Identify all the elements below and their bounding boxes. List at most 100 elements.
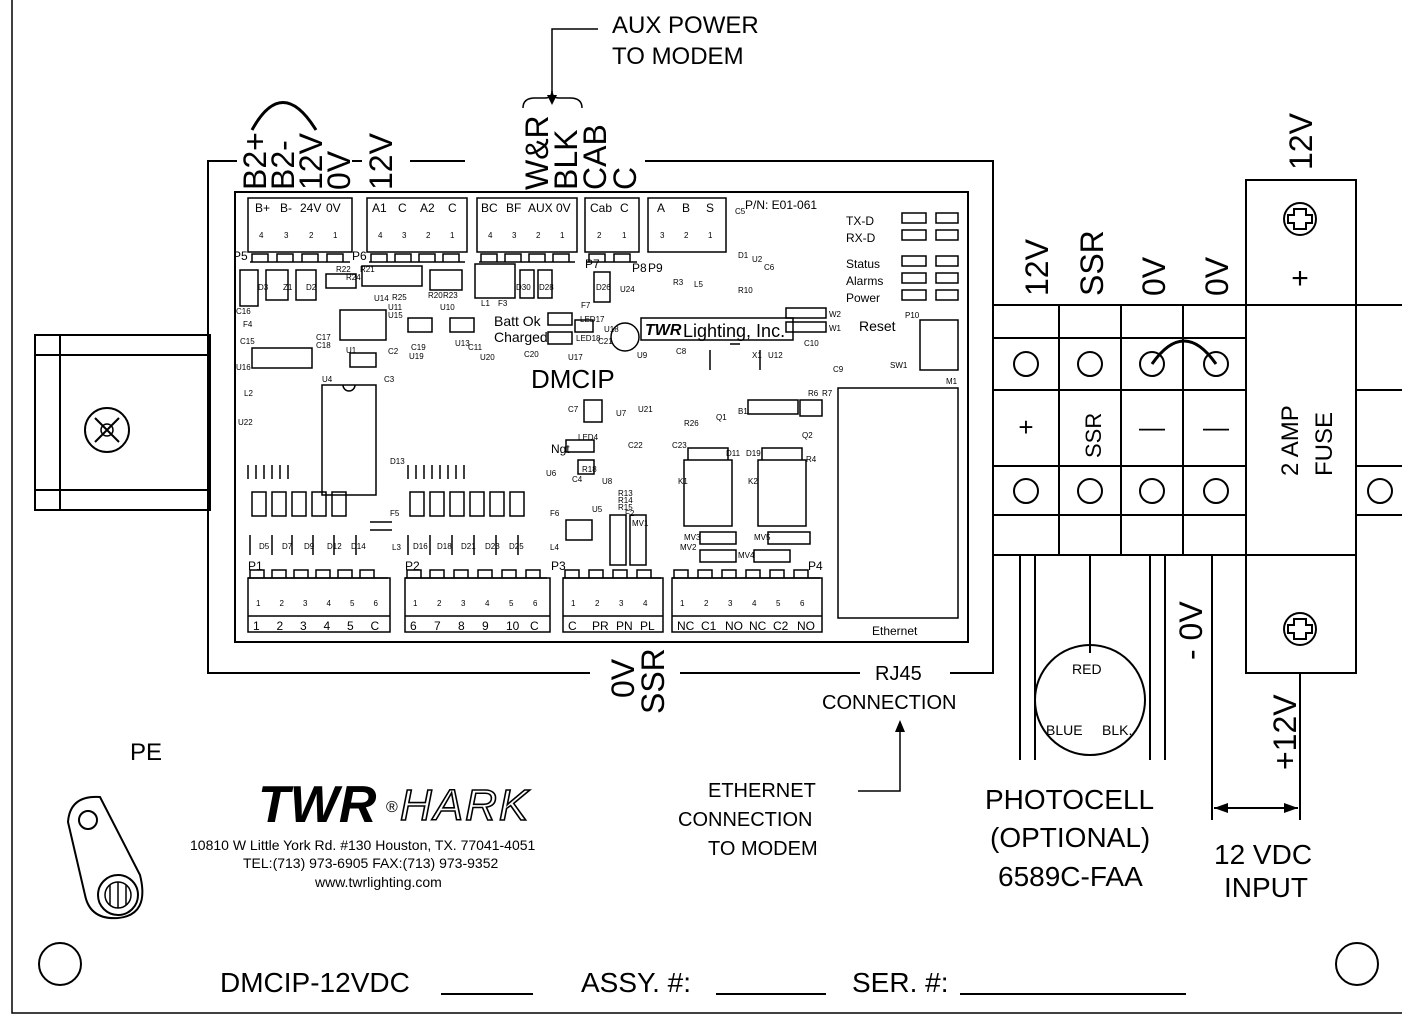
bottom-pin-label: NC bbox=[677, 619, 695, 633]
board-name: DMCIP bbox=[531, 364, 615, 394]
label-wr: W&R bbox=[519, 115, 555, 190]
photocell-line1: PHOTOCELL bbox=[985, 784, 1154, 815]
svg-text:C23: C23 bbox=[672, 441, 687, 450]
top-connector-p7: BC BF AUX 0V 4 3 2 1 bbox=[476, 197, 578, 263]
tb-header-0v-a: 0V bbox=[1136, 256, 1172, 296]
tb-mid-minus-b: — bbox=[1203, 412, 1229, 442]
board-logo: TWR Lighting, Inc. bbox=[640, 317, 794, 341]
bottom-pin-number: 5 bbox=[509, 599, 514, 608]
svg-text:U1: U1 bbox=[346, 346, 357, 355]
svg-text:F6: F6 bbox=[550, 509, 560, 518]
svg-text:BC: BC bbox=[481, 201, 498, 215]
svg-text:2: 2 bbox=[684, 231, 689, 240]
svg-text:U20: U20 bbox=[480, 353, 495, 362]
battery-jumper-wire bbox=[250, 101, 318, 131]
led-status-label: Status bbox=[846, 257, 880, 271]
fuse-plus: + bbox=[1291, 262, 1309, 295]
svg-text:U8: U8 bbox=[602, 477, 613, 486]
svg-text:U13: U13 bbox=[455, 339, 470, 348]
svg-text:C6: C6 bbox=[764, 263, 775, 272]
svg-text:R18: R18 bbox=[582, 465, 597, 474]
svg-text:MV1: MV1 bbox=[632, 519, 649, 528]
bottom-pin-label: 6 bbox=[410, 619, 417, 633]
label-p6: P6 bbox=[352, 249, 367, 263]
ethernet-line2: CONNECTION bbox=[678, 809, 812, 831]
bottom-pin-label: C bbox=[371, 619, 380, 633]
bottom-pin-number: 3 bbox=[728, 599, 733, 608]
tb-header-12v: 12V bbox=[1019, 238, 1055, 296]
svg-text:U14: U14 bbox=[374, 294, 389, 303]
svg-text:U24: U24 bbox=[620, 285, 635, 294]
svg-text:24V: 24V bbox=[300, 201, 321, 215]
svg-text:C11: C11 bbox=[468, 343, 483, 352]
svg-text:D30: D30 bbox=[516, 283, 531, 292]
svg-text:P10: P10 bbox=[905, 311, 920, 320]
svg-text:X1: X1 bbox=[752, 351, 762, 360]
label-p4: P4 bbox=[808, 559, 823, 573]
svg-text:D16: D16 bbox=[413, 542, 428, 551]
svg-text:R3: R3 bbox=[673, 278, 684, 287]
component-cluster-top bbox=[239, 263, 959, 619]
svg-text:F5: F5 bbox=[390, 509, 400, 518]
label-p5: P5 bbox=[233, 249, 248, 263]
component-designators: D3 Z1 D2 R22 R24 R21 U14 R25 R20 R23 U10… bbox=[236, 251, 958, 560]
fuse-line1: 2 AMP bbox=[1277, 405, 1304, 476]
svg-text:R23: R23 bbox=[443, 291, 458, 300]
bottom-pin-label: C1 bbox=[701, 619, 717, 633]
top-terminal-labels: B2+ B2- 12V 0V 12V W&R BLK CAB C bbox=[237, 115, 643, 190]
label-p2: P2 bbox=[405, 559, 420, 573]
label-0v-a: 0V bbox=[321, 150, 357, 190]
input-line1: 12 VDC bbox=[1214, 839, 1312, 870]
bottom-pin-label: 2 bbox=[277, 619, 284, 633]
top-connector-p5: B+ B- 24V 0V 4 3 2 1 bbox=[247, 197, 353, 263]
svg-text:3: 3 bbox=[660, 231, 665, 240]
svg-text:A: A bbox=[657, 201, 665, 215]
svg-text:R10: R10 bbox=[738, 286, 753, 295]
svg-text:HARK: HARK bbox=[400, 781, 530, 830]
svg-text:C4: C4 bbox=[572, 475, 583, 484]
svg-text:TWR: TWR bbox=[258, 776, 377, 834]
svg-text:4: 4 bbox=[259, 231, 264, 240]
label-p9: P9 bbox=[648, 261, 663, 275]
bottom-pin-label: C bbox=[568, 619, 577, 633]
bottom-pin-label: 9 bbox=[482, 619, 489, 633]
svg-text:D25: D25 bbox=[509, 542, 524, 551]
bottom-connector-p3 bbox=[562, 569, 664, 633]
svg-text:D19: D19 bbox=[746, 449, 761, 458]
bottom-pin-number: 2 bbox=[280, 599, 285, 608]
svg-text:W1: W1 bbox=[829, 324, 842, 333]
svg-text:B: B bbox=[682, 201, 690, 215]
svg-text:K2: K2 bbox=[748, 477, 758, 486]
svg-text:R25: R25 bbox=[392, 293, 407, 302]
svg-text:L3: L3 bbox=[392, 543, 401, 552]
bottom-pin-number: 2 bbox=[595, 599, 600, 608]
bottom-pin-number: 1 bbox=[571, 599, 576, 608]
bottom-pin-label: C2 bbox=[773, 619, 789, 633]
svg-text:R21: R21 bbox=[360, 265, 375, 274]
svg-text:C5: C5 bbox=[735, 207, 746, 216]
svg-text:C: C bbox=[620, 201, 629, 215]
led-rxd-label: RX-D bbox=[846, 231, 876, 245]
svg-text:U10: U10 bbox=[440, 303, 455, 312]
bottom-pin-number: 3 bbox=[461, 599, 466, 608]
svg-text:B+: B+ bbox=[255, 201, 270, 215]
bottom-pin-label: 3 bbox=[300, 619, 307, 633]
bottom-pin-label: NC bbox=[749, 619, 767, 633]
terminal-block bbox=[992, 304, 1247, 556]
bottom-pin-label: 7 bbox=[434, 619, 441, 633]
svg-text:4: 4 bbox=[378, 231, 383, 240]
led-txd-label: TX-D bbox=[846, 214, 874, 228]
led-row-left bbox=[247, 465, 525, 555]
tb-mid-plus: + bbox=[1018, 412, 1033, 442]
bottom-pin-number: 4 bbox=[643, 599, 648, 608]
label-p7: P7 bbox=[585, 257, 600, 271]
rj45-line2: CONNECTION bbox=[822, 692, 956, 714]
svg-text:B-: B- bbox=[280, 201, 292, 215]
label-12v-a: 12V bbox=[293, 132, 329, 190]
rj45-line1: RJ45 bbox=[875, 663, 922, 685]
led-ngt: Ngt bbox=[551, 442, 570, 456]
svg-text:2: 2 bbox=[597, 231, 602, 240]
svg-text:R20: R20 bbox=[428, 291, 443, 300]
bottom-pin-number: 4 bbox=[752, 599, 757, 608]
svg-text:C2: C2 bbox=[388, 347, 399, 356]
